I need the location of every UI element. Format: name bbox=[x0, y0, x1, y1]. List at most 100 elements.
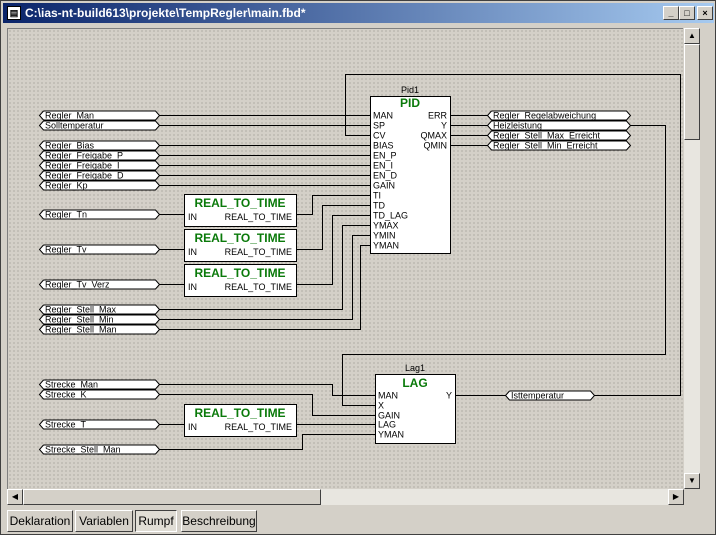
lag-input-pin: MAN bbox=[378, 391, 398, 401]
tab-rumpf[interactable]: Rumpf bbox=[135, 510, 177, 532]
input-variable bbox=[38, 314, 161, 325]
real-to-time-title: REAL_TO_TIME bbox=[194, 406, 285, 420]
input-variable-label: Strecke_Man bbox=[45, 380, 98, 390]
real-to-time-block bbox=[184, 229, 297, 262]
input-variable bbox=[38, 279, 161, 290]
pid-output-pin: Y bbox=[441, 121, 447, 131]
input-variable-label: Regler_Stell_Min bbox=[45, 315, 114, 325]
tab-variablen[interactable]: Variablen bbox=[75, 510, 133, 532]
vertical-scroll-thumb[interactable] bbox=[684, 44, 700, 140]
scroll-corner bbox=[684, 489, 700, 505]
real-to-time-block bbox=[184, 264, 297, 297]
output-variable bbox=[486, 140, 632, 151]
minimize-button[interactable]: _ bbox=[663, 6, 679, 20]
fbd-diagram: Pid1PIDMANSPCVBIASEN_PEN_IEN_DGAINTITDTD… bbox=[38, 74, 681, 455]
input-variable bbox=[38, 170, 161, 181]
lag-type-title: LAG bbox=[402, 376, 427, 390]
input-variable bbox=[38, 444, 161, 455]
input-variable bbox=[38, 160, 161, 171]
scroll-left-icon[interactable]: ◀ bbox=[7, 489, 23, 505]
input-variable-label: Strecke_T bbox=[45, 420, 87, 430]
output-variable-label: Regler_Regelabweichung bbox=[493, 111, 596, 121]
real-to-time-in-pin: IN bbox=[188, 247, 197, 257]
pid-input-pin: YMAN bbox=[373, 241, 399, 251]
pid-input-pin: EN_P bbox=[373, 151, 397, 161]
real-to-time-in-pin: IN bbox=[188, 282, 197, 292]
pid-input-pin: TI bbox=[373, 191, 381, 201]
output-variable-label: Regler_Stell_Max_Erreicht bbox=[493, 131, 601, 141]
output-variable bbox=[486, 110, 632, 121]
real-to-time-out-pin: REAL_TO_TIME bbox=[225, 282, 292, 292]
app-icon: ▤ bbox=[7, 6, 21, 20]
pid-output-pin: QMIN bbox=[424, 141, 448, 151]
real-to-time-in-pin: IN bbox=[188, 422, 197, 432]
input-variable bbox=[38, 244, 161, 255]
scroll-up-icon[interactable]: ▲ bbox=[684, 28, 700, 44]
real-to-time-out-pin: REAL_TO_TIME bbox=[225, 422, 292, 432]
lag-input-pin: GAIN bbox=[378, 411, 400, 421]
vertical-scrollbar[interactable]: ▲ ▼ bbox=[684, 28, 700, 489]
input-variable bbox=[38, 110, 161, 121]
output-variable-label: Regler_Stell_Min_Erreicht bbox=[493, 141, 598, 151]
pid-input-pin: SP bbox=[373, 121, 385, 131]
input-variable-label: Regler_Tn bbox=[45, 210, 87, 220]
output-variable bbox=[486, 130, 632, 141]
pid-block bbox=[370, 96, 451, 254]
input-variable-label: Solltemperatur bbox=[45, 121, 104, 131]
tab-beschreibung[interactable]: Beschreibung bbox=[181, 510, 257, 532]
input-variable bbox=[38, 120, 161, 131]
lag-block bbox=[375, 374, 456, 444]
window-title: C:\ias-nt-build613\projekte\TempRegler\m… bbox=[25, 6, 306, 20]
pid-input-pin: EN_I bbox=[373, 161, 393, 171]
real-to-time-in-pin: IN bbox=[188, 212, 197, 222]
pid-input-pin: GAIN bbox=[373, 181, 395, 191]
pid-input-pin: YMIN bbox=[373, 231, 396, 241]
real-to-time-block bbox=[184, 404, 297, 437]
close-button[interactable]: × bbox=[697, 6, 713, 20]
pid-input-pin: MAN bbox=[373, 111, 393, 121]
scroll-down-icon[interactable]: ▼ bbox=[684, 473, 700, 489]
scroll-right-icon[interactable]: ▶ bbox=[668, 489, 684, 505]
real-to-time-title: REAL_TO_TIME bbox=[194, 266, 285, 280]
input-variable-label: Regler_Tv_Verz bbox=[45, 280, 110, 290]
lag-input-pin: X bbox=[378, 401, 384, 411]
lag-instance-name: Lag1 bbox=[405, 363, 425, 373]
lag-input-pin: YMAN bbox=[378, 430, 404, 440]
output-variable-label: Isttemperatur bbox=[511, 391, 564, 401]
input-variable-label: Strecke_Stell_Man bbox=[45, 445, 121, 455]
output-variable-label: Heizleistung bbox=[493, 121, 542, 131]
horizontal-scroll-thumb[interactable] bbox=[23, 489, 321, 505]
pid-input-pin: CV bbox=[373, 131, 386, 141]
input-variable bbox=[38, 209, 161, 220]
input-variable-label: Regler_Tv bbox=[45, 245, 87, 255]
maximize-button[interactable]: □ bbox=[679, 6, 695, 20]
input-variable bbox=[38, 389, 161, 400]
input-variable-label: Regler_Bias bbox=[45, 141, 95, 151]
lag-input-pin: LAG bbox=[378, 420, 396, 430]
input-variable-label: Regler_Man bbox=[45, 111, 94, 121]
input-variable-label: Strecke_K bbox=[45, 390, 87, 400]
pid-input-pin: YMAX bbox=[373, 221, 399, 231]
input-variable bbox=[38, 150, 161, 161]
pid-output-pin: QMAX bbox=[420, 131, 447, 141]
input-variable-label: Regler_Kp bbox=[45, 181, 88, 191]
input-variable-label: Regler_Freigabe_P bbox=[45, 151, 123, 161]
title-bar[interactable]: ▤ C:\ias-nt-build613\projekte\TempRegler… bbox=[3, 3, 714, 23]
pid-input-pin: EN_D bbox=[373, 171, 398, 181]
horizontal-scrollbar[interactable]: ◀ ▶ bbox=[7, 489, 684, 505]
real-to-time-out-pin: REAL_TO_TIME bbox=[225, 212, 292, 222]
input-variable bbox=[38, 419, 161, 430]
pid-input-pin: BIAS bbox=[373, 141, 394, 151]
real-to-time-title: REAL_TO_TIME bbox=[194, 231, 285, 245]
input-variable-label: Regler_Stell_Max bbox=[45, 305, 117, 315]
real-to-time-out-pin: REAL_TO_TIME bbox=[225, 247, 292, 257]
pid-type-title: PID bbox=[400, 96, 420, 110]
pid-instance-name: Pid1 bbox=[401, 85, 419, 95]
output-variable bbox=[504, 390, 596, 401]
input-variable-label: Regler_Freigabe_I bbox=[45, 161, 120, 171]
input-variable bbox=[38, 324, 161, 335]
pid-input-pin: TD bbox=[373, 201, 385, 211]
tab-deklaration[interactable]: Deklaration bbox=[7, 510, 73, 532]
